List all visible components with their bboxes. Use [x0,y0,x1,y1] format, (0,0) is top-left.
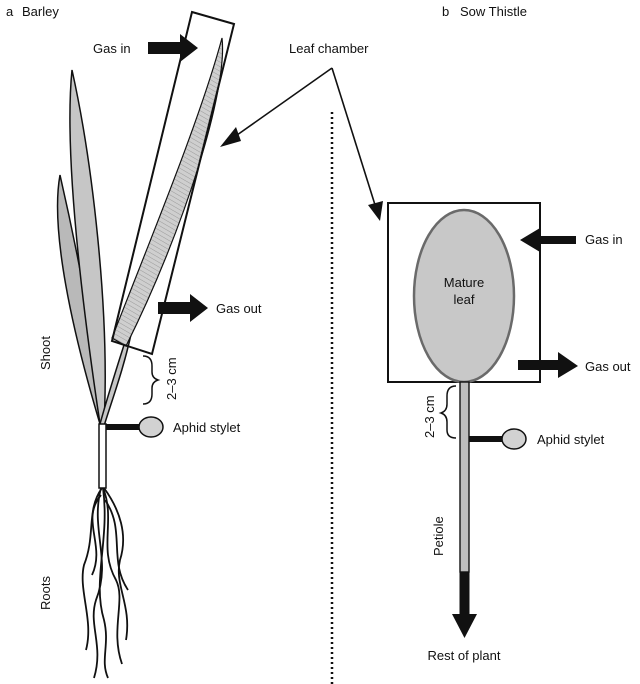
barley-roots [81,487,129,679]
thistle-aphid [501,428,527,450]
leaf-chamber-callout: Leaf chamber [220,41,383,221]
panel-b-letter: b [442,4,449,19]
barley-chamber-leaf [111,37,224,347]
panel-a-title: Barley [22,4,59,19]
panel-a-letter: a [6,4,14,19]
thistle-petiole [459,381,470,573]
thistle-aphid-stylet-label: Aphid stylet [537,432,605,447]
barley-gas-out-arrow [158,294,208,322]
thistle-gas-out-arrow [518,352,578,378]
panel-b-title: Sow Thistle [460,4,527,19]
callout-line-to-barley [229,67,333,141]
petiole-label: Petiole [431,516,446,556]
thistle-stem-lower [459,571,470,617]
thistle-distance-brace [438,385,457,439]
barley-aphid [138,416,164,438]
barley-distance-label: 2–3 cm [164,357,179,400]
mature-leaf-label-line2: leaf [454,292,475,307]
barley-gas-out-label: Gas out [216,301,262,316]
mature-leaf-label-line1: Mature [444,275,484,290]
barley-leaf-middle [69,69,106,425]
thistle-gas-in-label: Gas in [585,232,623,247]
barley-gas-in-arrow [148,34,198,62]
barley-stem [98,423,107,489]
shoot-label: Shoot [38,336,53,370]
thistle-gas-out-label: Gas out [585,359,631,374]
barley-leaf-chamber [110,10,236,356]
barley-gas-in-label: Gas in [93,41,131,56]
rest-of-plant-label: Rest of plant [428,648,501,663]
panel-b-sow-thistle: b Sow Thistle Mature leaf Gas in Gas out… [387,4,631,663]
panel-a-barley: a Barley Aphid stylet Gas in [6,4,262,679]
callout-line-to-thistle [331,67,377,209]
callout-arrowhead-thistle [368,201,383,221]
callout-arrowhead-barley [220,127,241,147]
barley-aphid-stylet-label: Aphid stylet [173,420,241,435]
thistle-gas-in-arrow [520,226,576,252]
roots-label: Roots [38,576,53,610]
rest-of-plant-arrowhead [452,614,477,638]
leaf-chamber-label: Leaf chamber [289,41,369,56]
barley-distance-brace [142,355,161,405]
thistle-distance-label: 2–3 cm [422,395,437,438]
